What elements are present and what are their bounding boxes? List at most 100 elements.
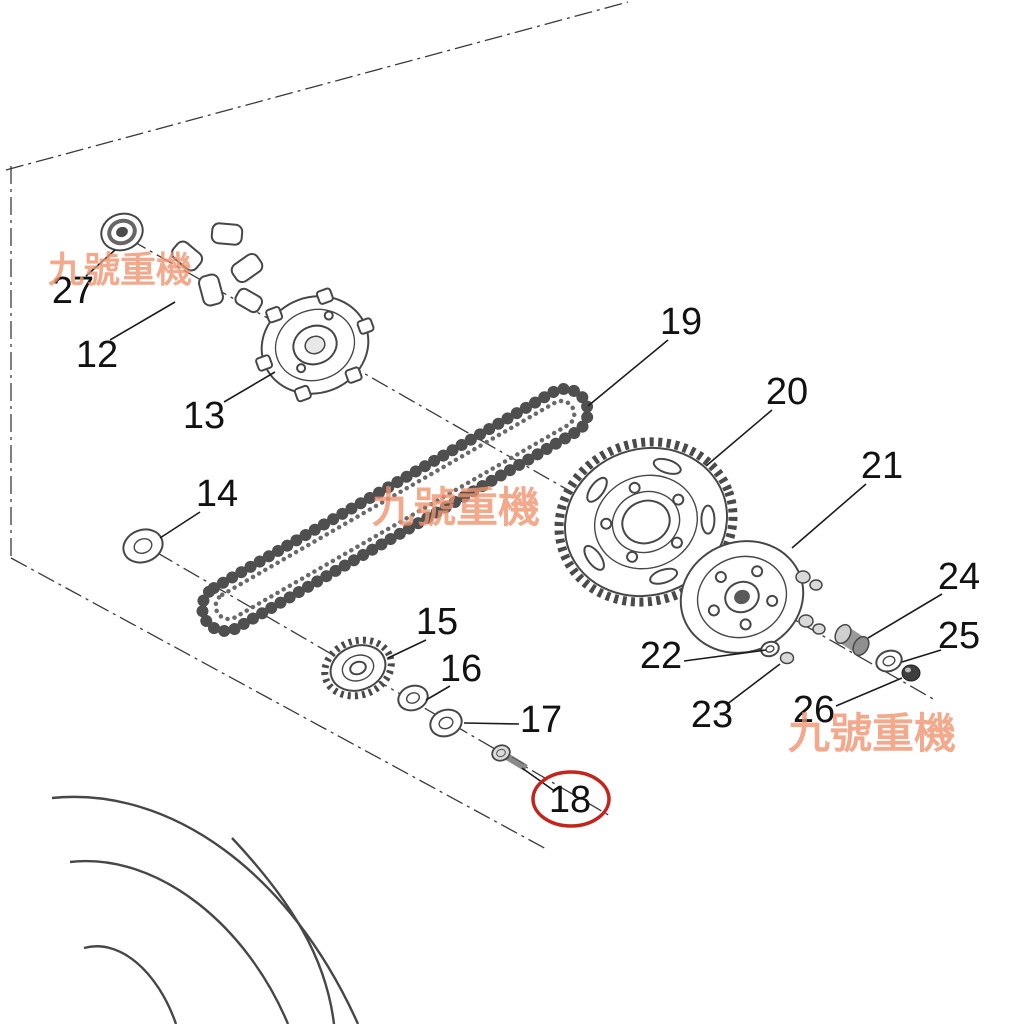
- leader-22: [683, 649, 767, 662]
- hub-lug: [356, 317, 375, 335]
- end-cap-body: [901, 664, 921, 682]
- hub-bore: [304, 335, 326, 355]
- watermarks: 九號重機 九號重機 九號重機: [48, 249, 956, 757]
- part-label-25: 25: [938, 615, 980, 657]
- sprocket-teeth: [554, 437, 738, 607]
- part-label-13: 13: [183, 395, 225, 437]
- part-label-16: 16: [440, 648, 482, 690]
- hub-13: [255, 287, 375, 403]
- spacer-24: [834, 623, 870, 657]
- carrier-face: [696, 555, 788, 639]
- hub-lug: [315, 287, 334, 305]
- leader-26: [835, 677, 903, 707]
- frame-bottom-line: [10, 557, 549, 851]
- leader-15: [387, 639, 427, 659]
- sprocket-slot: [700, 504, 716, 535]
- sprocket-mid-ring: [593, 474, 699, 570]
- rim-arc: [83, 945, 178, 1024]
- washer-22: [760, 640, 780, 658]
- part-label-26: 26: [793, 689, 835, 731]
- hub-lug: [255, 354, 274, 372]
- carrier-bolt-hole: [766, 594, 779, 607]
- rear-sprocket-20: [554, 437, 738, 607]
- washer-outer: [397, 684, 429, 712]
- part-label-18: 18: [549, 779, 591, 821]
- sprocket-bolt-hole: [626, 550, 639, 563]
- sprocket-bolt-hole: [672, 493, 685, 506]
- hub-face: [274, 308, 356, 382]
- leader-24: [867, 593, 943, 639]
- washer-hole: [882, 655, 896, 667]
- washer-outer: [429, 708, 463, 738]
- carrier-bolt-hole: [739, 618, 752, 631]
- washer-25: [875, 649, 903, 673]
- spacer-front-face: [834, 623, 852, 645]
- spacer-rear-face: [852, 635, 870, 657]
- hub-stud: [323, 310, 334, 321]
- washer-17: [429, 708, 463, 738]
- chain-inner-links: [213, 398, 577, 622]
- sprocket-bolt-hole: [670, 536, 683, 549]
- drawing-frame: [5, 1, 629, 851]
- bolt-18: [491, 744, 528, 772]
- part-label-17: 17: [520, 699, 562, 741]
- nut: [798, 614, 814, 628]
- leader-17: [463, 722, 520, 725]
- frame-top-line: [5, 1, 629, 171]
- sprocket-inner-ring: [611, 490, 681, 554]
- hub-stud: [296, 363, 307, 374]
- bearing-27: [100, 212, 144, 252]
- bolt-head: [491, 744, 511, 762]
- chain-outer-links: [196, 383, 594, 637]
- nut-23: [779, 651, 795, 665]
- hub-lug: [344, 366, 363, 384]
- tire-inner-arc: [69, 859, 290, 1024]
- end-cap-highlight: [905, 667, 911, 673]
- nut: [812, 623, 826, 635]
- fasteners-22-23: [760, 570, 826, 665]
- leader-27: [85, 249, 116, 277]
- washer-hole: [438, 716, 454, 730]
- part-label-15: 15: [416, 601, 458, 643]
- carrier-bore: [734, 589, 750, 605]
- nut: [795, 570, 811, 584]
- sprocket-slot: [586, 476, 608, 503]
- bolt-shaft: [504, 752, 528, 772]
- part-label-19: 19: [660, 301, 702, 343]
- part-label-24: 24: [938, 556, 980, 598]
- washer-hole: [133, 538, 153, 554]
- part-label-27: 27: [52, 270, 94, 312]
- part-label-21: 21: [861, 445, 903, 487]
- washer-outer: [122, 528, 164, 564]
- end-cap-26: [901, 664, 921, 682]
- cush-drive-12: [170, 222, 264, 314]
- leader-21: [791, 483, 867, 549]
- cush-rubber: [198, 273, 224, 307]
- bolt-socket: [496, 748, 506, 758]
- leader-20: [705, 409, 773, 467]
- leader-19: [587, 339, 669, 407]
- leader-16: [425, 685, 451, 701]
- watermark-center: 九號重機: [372, 484, 540, 531]
- leader-14: [159, 511, 201, 539]
- washer-16: [397, 684, 429, 712]
- cush-rubber: [234, 287, 264, 314]
- bearing-inner-ring: [116, 226, 128, 238]
- hub-lug: [293, 384, 312, 403]
- front-sprocket-15: [321, 636, 395, 700]
- highlight-circle-part-18: [531, 770, 611, 828]
- drive-chain-19: [196, 383, 594, 637]
- hub-lug: [265, 305, 284, 324]
- bolt-thread: [511, 756, 525, 765]
- rear-wheel-partial: [51, 795, 360, 1024]
- carrier-bolt-hole: [707, 604, 720, 617]
- washer-outer: [875, 649, 903, 673]
- sprocket-slot: [583, 544, 605, 571]
- tire-outer-arc: [51, 795, 360, 1024]
- leader-12: [109, 301, 176, 341]
- nut: [809, 579, 823, 591]
- sprocket-bolt-hole: [628, 481, 641, 494]
- leader-18: [521, 767, 554, 791]
- watermark-bottom-right: 九號重機: [788, 710, 956, 757]
